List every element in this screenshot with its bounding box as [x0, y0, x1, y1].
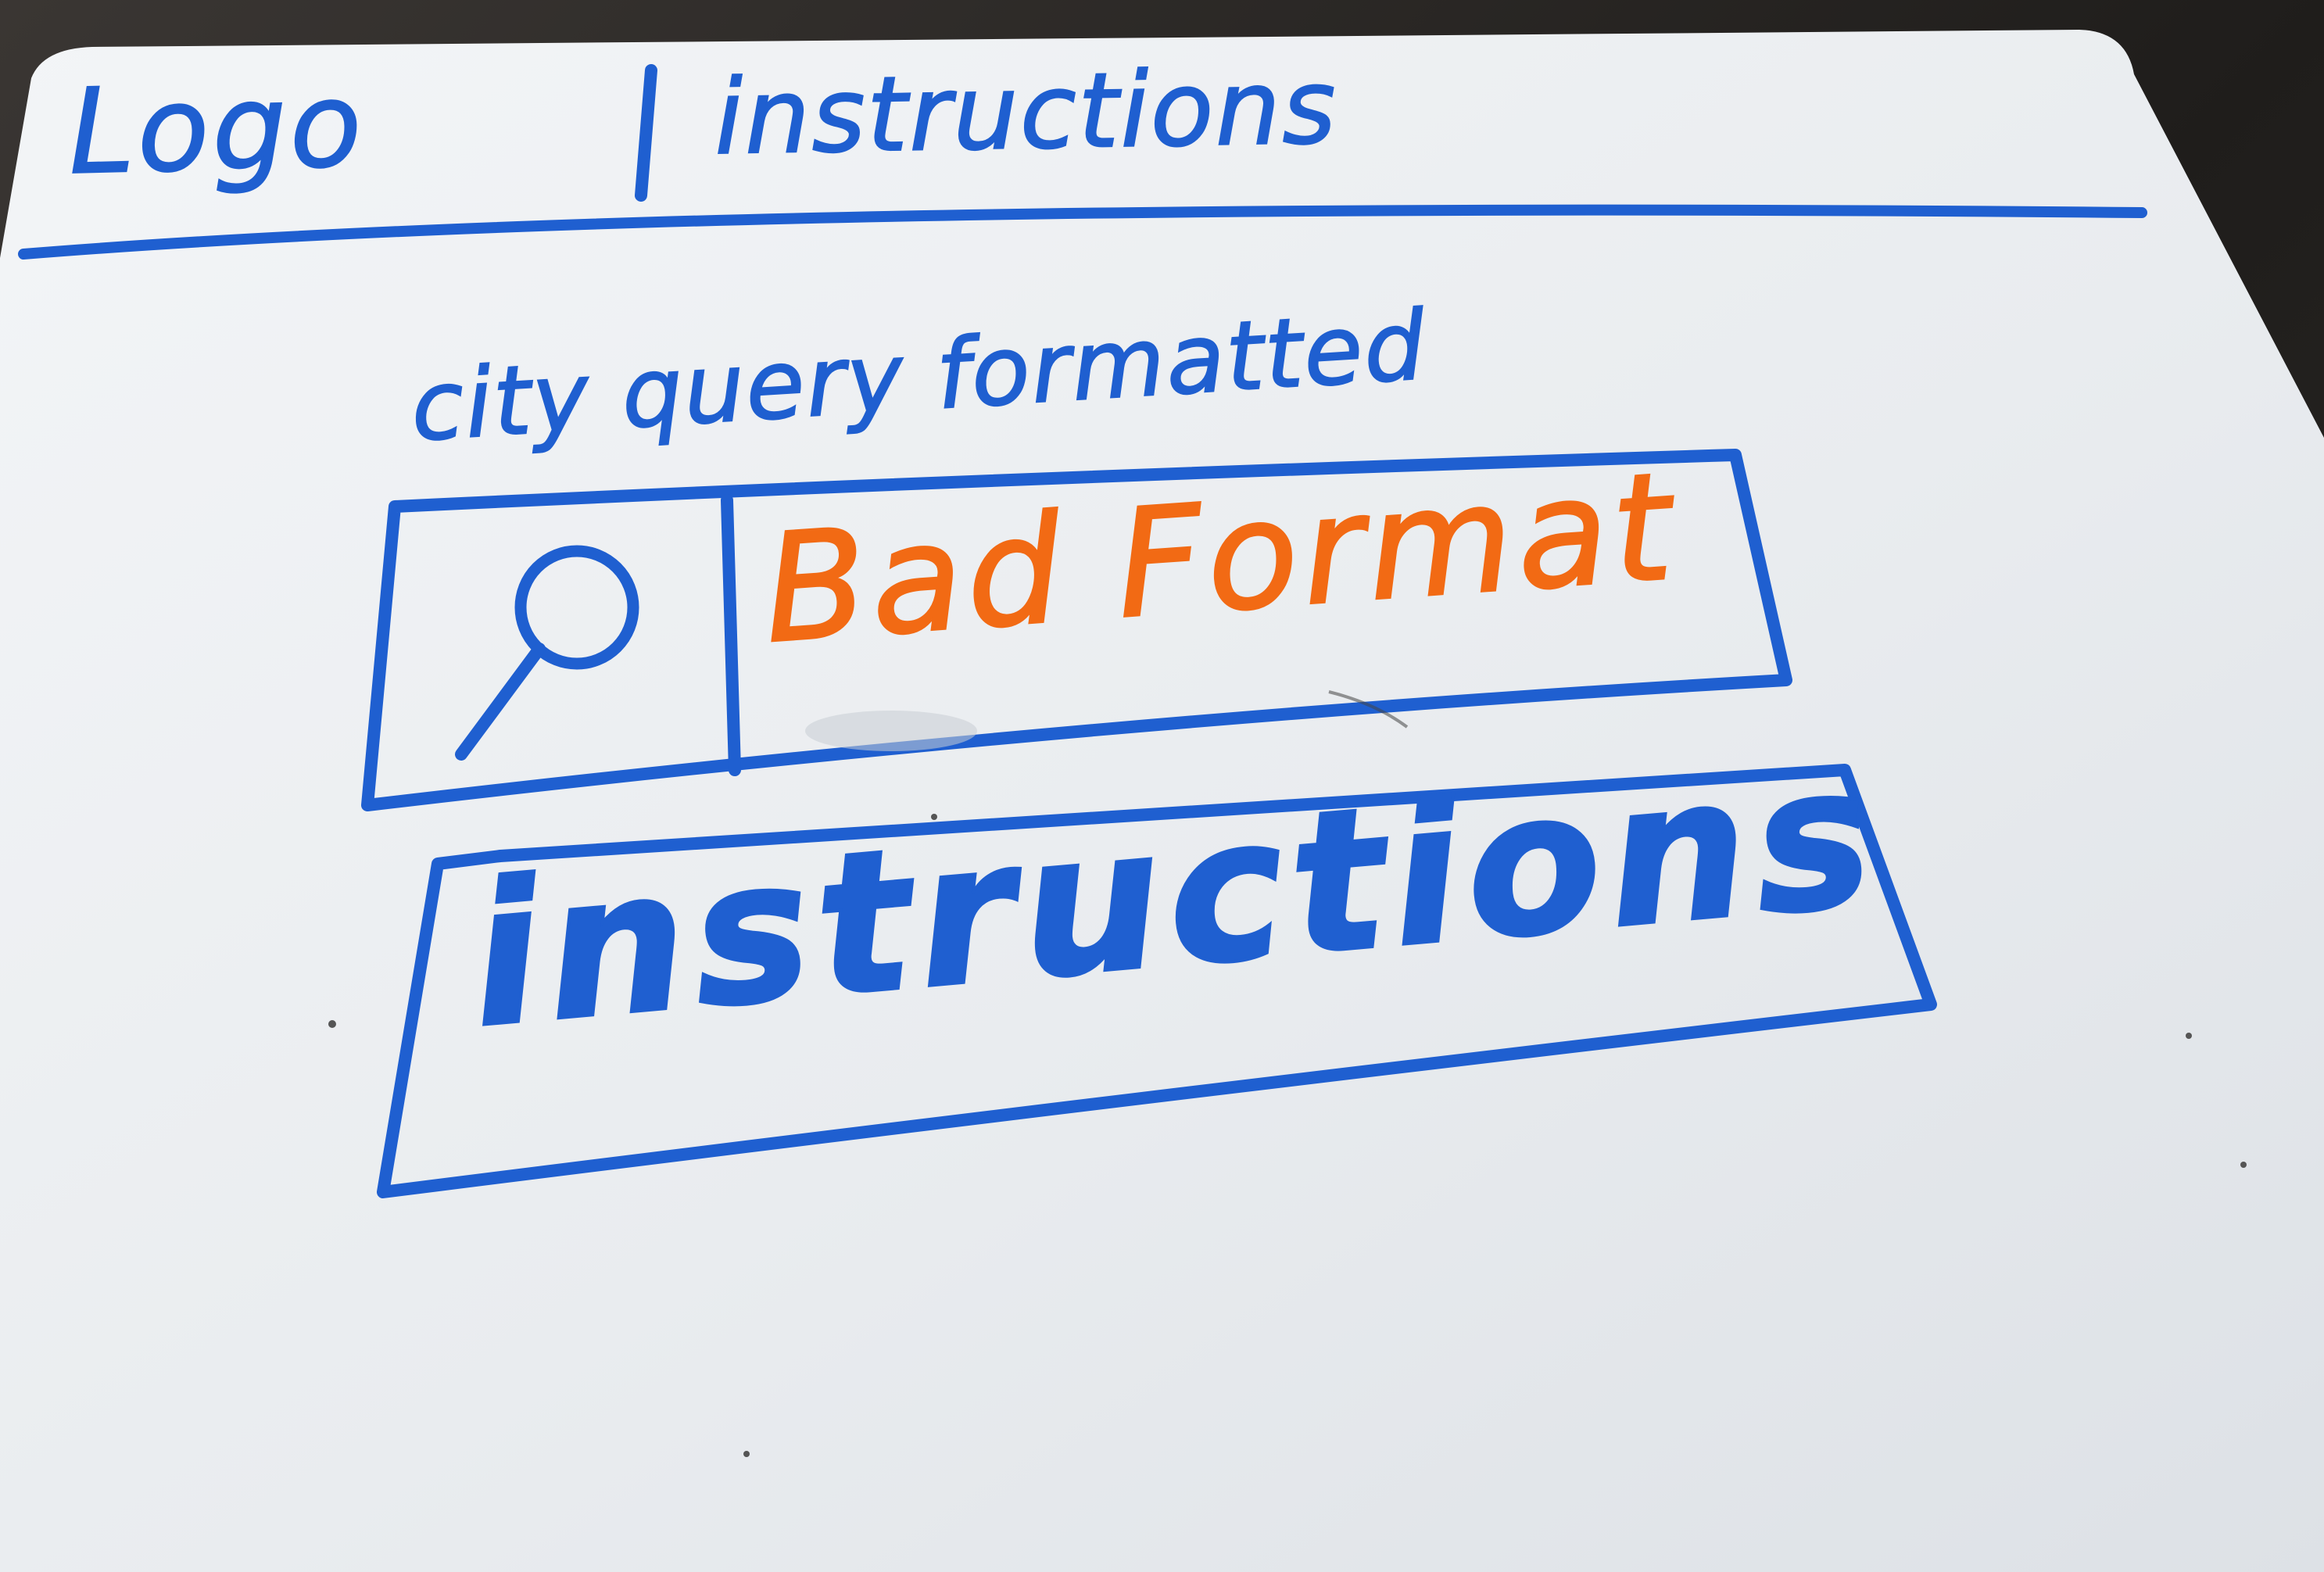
search-icon: [455, 545, 639, 761]
logo-text[interactable]: Logo: [66, 56, 367, 202]
header-separator: [635, 64, 657, 202]
marker-specks: [328, 814, 2247, 1457]
search-box-divider: [721, 494, 741, 776]
eraser-smudge: [805, 690, 1409, 751]
header-divider: [18, 204, 2147, 260]
nav-link-instructions[interactable]: instructions: [713, 46, 1340, 179]
search-box: [361, 449, 1792, 811]
whiteboard-surface: [0, 30, 2324, 1572]
instructions-panel: [377, 764, 1937, 1198]
